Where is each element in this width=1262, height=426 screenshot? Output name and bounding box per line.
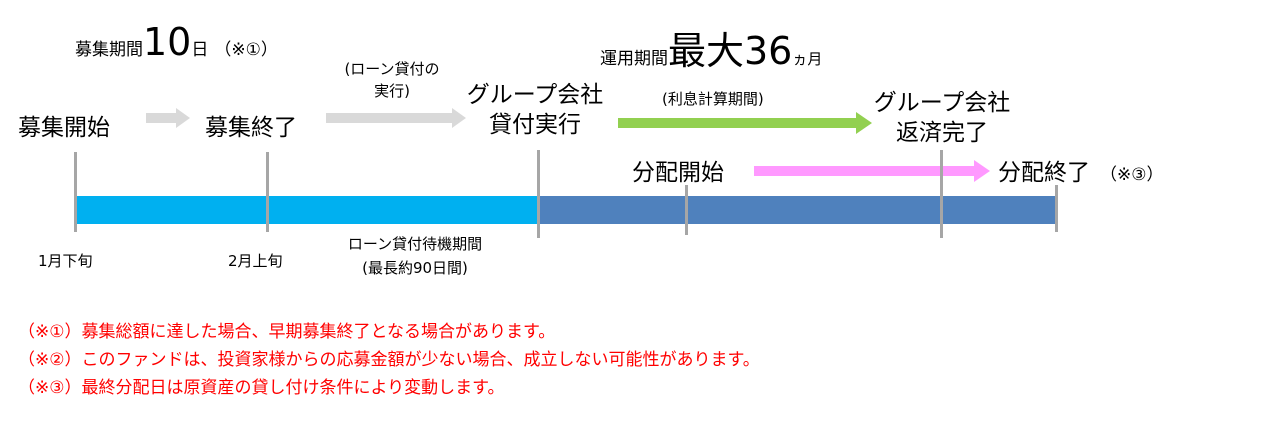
loan-exec-note-line1: (ローン貸付の (344, 60, 440, 78)
recruit-period-unit: 日 (191, 40, 209, 60)
green-arrow-shape (618, 112, 872, 134)
dist-end-label: 分配終了 (998, 160, 1090, 186)
recruit-period-value: 10 (143, 20, 192, 64)
operation-period-prefix: 運用期間 (600, 49, 668, 69)
timeline-bar-light (75, 196, 538, 224)
recruit-period-prefix: 募集期間 (75, 40, 143, 60)
gray-arrow-2-shape (326, 108, 466, 128)
feb-early-label: 2月上旬 (228, 252, 283, 270)
group-loan-label: グループ会社 貸付実行 (455, 80, 615, 140)
wait-period-line2: (最長約90日間) (362, 259, 468, 277)
gray-arrow-1 (146, 108, 190, 128)
note-3: （※③）最終分配日は原資産の貸し付け条件により変動します。 (18, 378, 505, 398)
notes-list: （※①）募集総額に達した場合、早期募集終了となる場合があります。 （※②）このフ… (18, 318, 760, 402)
jan-late-label: 1月下旬 (38, 252, 93, 270)
wait-period-label: ローン貸付待機期間 (最長約90日間) (305, 232, 525, 280)
group-repay-label: グループ会社 返済完了 (862, 88, 1022, 148)
operation-period-emph: 最大36 (668, 29, 793, 73)
note-1: （※①）募集総額に達した場合、早期募集終了となる場合があります。 (18, 322, 556, 342)
tick-recruit-start (74, 152, 77, 232)
pink-arrow (754, 160, 990, 182)
timeline-bar-dark (538, 196, 1056, 224)
operation-period-unit: ヵ月 (792, 50, 823, 68)
gray-arrow-2 (326, 108, 466, 128)
group-loan-line2: 貸付実行 (489, 112, 581, 138)
tick-dist-end (1055, 185, 1058, 232)
note-2: （※②）このファンドは、投資家様からの応募金額が少ない場合、成立しない可能性があ… (18, 350, 760, 370)
loan-exec-note: (ローン貸付の 実行) (322, 58, 462, 102)
operation-period-label: 運用期間最大36ヵ月 (600, 20, 822, 75)
interest-calc-label: (利息計算期間) (662, 90, 764, 108)
loan-exec-note-line2: 実行) (374, 82, 410, 100)
dist-end-note: （※③） (1100, 165, 1164, 185)
green-arrow (618, 112, 872, 134)
dist-end-label-group: 分配終了 （※③） (998, 153, 1163, 187)
dist-start-label: 分配開始 (632, 160, 724, 186)
group-repay-line2: 返済完了 (896, 120, 988, 146)
tick-dist-start (685, 185, 688, 235)
tick-recruit-end (266, 152, 269, 232)
recruit-end-label: 募集終了 (205, 115, 297, 141)
recruit-period-label: 募集期間10日（※①） (75, 20, 278, 64)
recruit-period-note: （※①） (214, 40, 278, 60)
recruit-start-label: 募集開始 (18, 115, 110, 141)
pink-arrow-shape (754, 160, 990, 182)
gray-arrow-1-shape (146, 108, 190, 128)
group-repay-line1: グループ会社 (873, 90, 1011, 116)
tick-loan-exec (537, 150, 540, 238)
wait-period-line1: ローン貸付待機期間 (347, 235, 483, 253)
tick-repay (940, 150, 943, 238)
group-loan-line1: グループ会社 (466, 82, 604, 108)
